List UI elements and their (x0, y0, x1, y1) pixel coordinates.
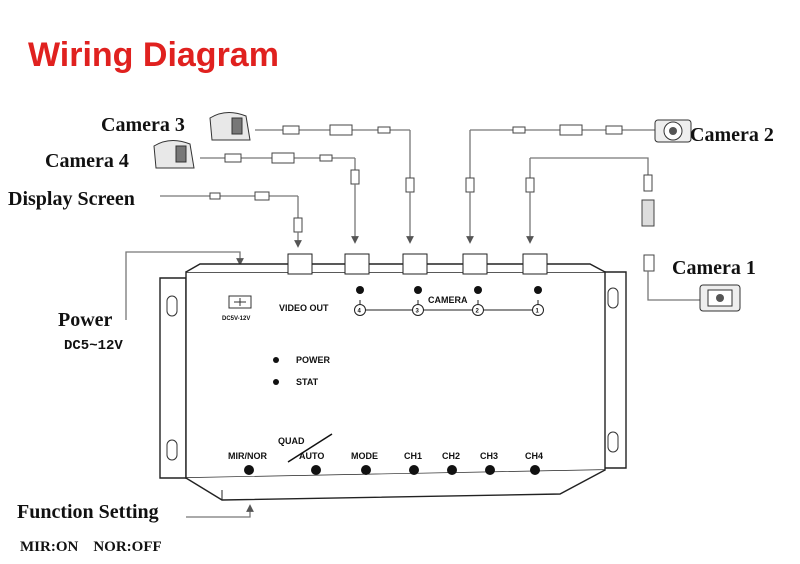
camera3-label: Camera 3 (101, 114, 185, 136)
camera1-icon (699, 284, 741, 312)
power-led (273, 357, 279, 363)
camera2-connector (462, 253, 488, 275)
ch3-button-label: CH3 (480, 451, 498, 461)
mir-nor-button[interactable] (244, 465, 254, 475)
ch3-button[interactable] (485, 465, 495, 475)
camera3-connector (402, 253, 428, 275)
quad-auto-button[interactable] (311, 465, 321, 475)
power-led-label: POWER (296, 355, 331, 365)
ch2-button-label: CH2 (442, 451, 460, 461)
ch1-button[interactable] (409, 465, 419, 475)
button-row: MIR/NOR AUTO MODE CH1 CH2 CH3 CH4 (228, 451, 543, 475)
camera1-cable (525, 157, 700, 301)
function-note: MIR:ON NOR:OFF (20, 539, 162, 555)
camera-port-group: CAMERA 4 3 2 1 (354, 286, 544, 316)
camera1-connector (522, 253, 548, 275)
camera1-label: Camera 1 (672, 257, 756, 279)
power-leader (125, 251, 244, 320)
mode-button[interactable] (361, 465, 371, 475)
camera-group-label: CAMERA (428, 295, 468, 305)
ch1-button-label: CH1 (404, 451, 422, 461)
camera4-connector (344, 253, 370, 275)
power-spec: DC5~12V (64, 338, 123, 354)
diagram-title: Wiring Diagram (28, 36, 279, 74)
camera2-label: Camera 2 (690, 124, 774, 146)
camera3-cable (255, 124, 415, 244)
camera2-cable (465, 124, 655, 244)
ch2-button[interactable] (447, 465, 457, 475)
auto-button-label: AUTO (299, 451, 324, 461)
ch4-button[interactable] (530, 465, 540, 475)
camera4-label: Camera 4 (45, 150, 129, 172)
video-out-connector (287, 253, 313, 275)
mode-button-label: MODE (351, 451, 378, 461)
function-leader (186, 504, 254, 518)
port-num-4: 4 (358, 309, 362, 315)
camera4-cable (200, 152, 360, 244)
stat-led (273, 379, 279, 385)
dc-input: DC5V-12V (222, 295, 252, 322)
power-label: Power (58, 309, 113, 331)
display-cable (160, 191, 303, 248)
camera3-icon (209, 112, 251, 141)
ch4-button-label: CH4 (525, 451, 543, 461)
video-out-label: VIDEO OUT (279, 303, 329, 313)
port-num-2: 2 (476, 309, 480, 315)
camera2-icon (654, 119, 692, 143)
quad-label: QUAD (278, 436, 305, 446)
function-setting-label: Function Setting (17, 501, 159, 523)
mir-nor-button-label: MIR/NOR (228, 451, 267, 461)
dc-input-label: DC5V-12V (222, 316, 250, 322)
control-box (159, 253, 627, 501)
port-num-3: 3 (416, 309, 420, 315)
stat-led-label: STAT (296, 377, 319, 387)
camera4-icon (153, 140, 195, 169)
port-num-1: 1 (536, 309, 540, 315)
display-screen-label: Display Screen (8, 188, 135, 210)
